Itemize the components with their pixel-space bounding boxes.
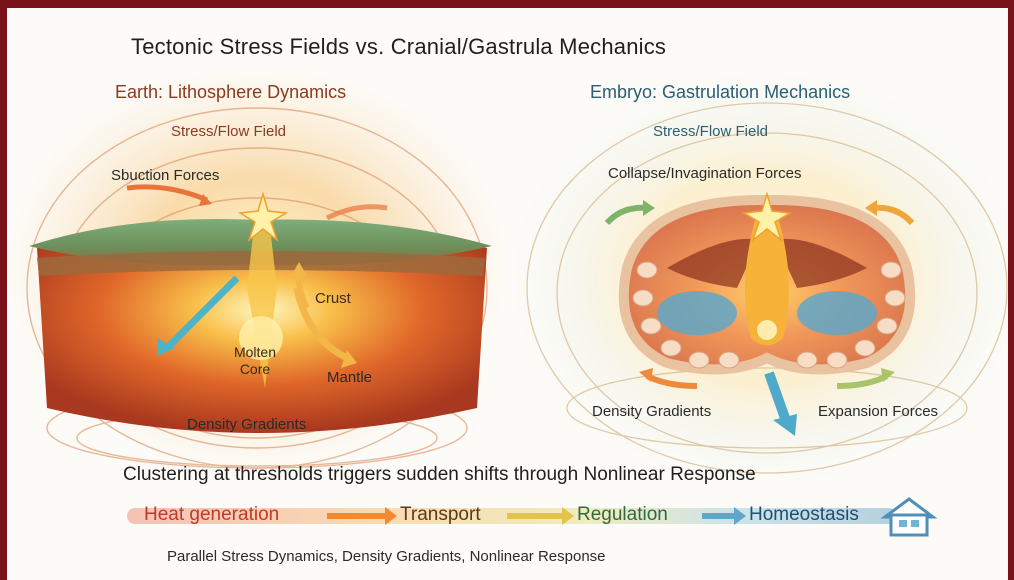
embryo-heading: Embryo: Gastrulation Mechanics <box>590 82 850 103</box>
subduction-label: Sbuction Forces <box>111 167 219 184</box>
flow-regulation: Regulation <box>577 504 668 526</box>
flow-heat-generation: Heat generation <box>144 504 279 526</box>
flow-homeostasis: Homeostasis <box>749 504 859 526</box>
earth-density-label: Density Gradients <box>187 416 306 433</box>
cluster-statement: Clustering at thresholds triggers sudden… <box>123 464 756 486</box>
expansion-label: Expansion Forces <box>818 403 938 420</box>
flow-transport: Transport <box>400 504 481 526</box>
footer-caption: Parallel Stress Dynamics, Density Gradie… <box>167 548 606 565</box>
earth-field-label: Stress/Flow Field <box>171 123 286 140</box>
left-lobe <box>657 291 737 335</box>
embryo-field-label: Stress/Flow Field <box>653 123 768 140</box>
earth-heading: Earth: Lithosphere Dynamics <box>115 82 346 103</box>
main-title: Tectonic Stress Fields vs. Cranial/Gastr… <box>131 34 666 60</box>
core-label: Molten Core <box>225 344 285 378</box>
mantle-label: Mantle <box>327 369 372 386</box>
house-icon <box>879 495 939 539</box>
crust-label: Crust <box>315 290 351 307</box>
embryo-density-label: Density Gradients <box>592 403 711 420</box>
collapse-label: Collapse/Invagination Forces <box>608 165 801 182</box>
right-lobe <box>797 291 877 335</box>
